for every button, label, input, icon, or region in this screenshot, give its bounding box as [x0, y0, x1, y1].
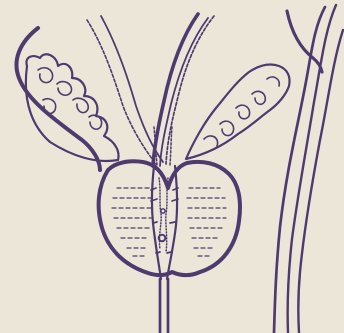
central-node-small [161, 209, 165, 213]
right-prostate-lobe-texture [187, 188, 226, 256]
left-outer-boundary [16, 28, 100, 170]
central-node [159, 235, 166, 242]
upper-bladder-wall [287, 11, 322, 72]
left-ductus-deferens [87, 20, 156, 164]
left-prostate-lobe-texture [112, 188, 152, 256]
right-seminal-vesicle [186, 64, 290, 159]
right-curved-wall-inner [298, 30, 343, 333]
right-ductus-deferens [166, 16, 214, 164]
